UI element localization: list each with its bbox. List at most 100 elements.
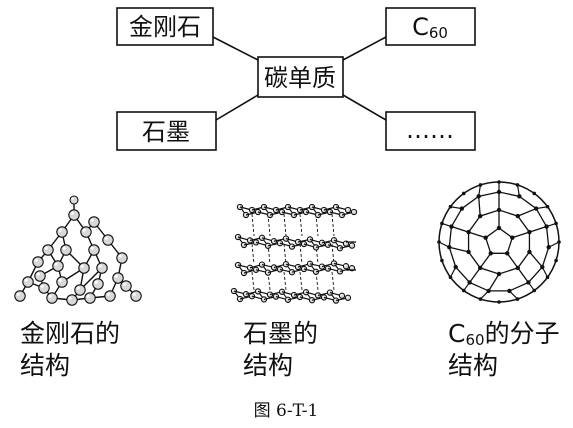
- atom-highlight: [292, 213, 294, 215]
- diamond-carbon-atom: [116, 252, 128, 264]
- atom-highlight: [114, 274, 118, 278]
- c60-carbon-atom: [477, 213, 483, 219]
- atom-highlight: [80, 264, 84, 268]
- c60-carbon-atom: [526, 280, 531, 285]
- caption-c60-line2: 结构: [448, 351, 498, 380]
- atom-highlight: [316, 293, 318, 296]
- interlayer-dashed-line: [299, 243, 303, 265]
- atom-highlight: [260, 262, 262, 265]
- interlayer-dashed-line: [331, 213, 335, 237]
- atom-highlight: [16, 292, 20, 296]
- atom-highlight: [328, 290, 330, 293]
- box-graphite-label: 石墨: [142, 118, 190, 146]
- caption-c60-line1: C60的分子: [448, 319, 560, 349]
- atom-highlight: [104, 236, 108, 240]
- bond: [529, 225, 547, 233]
- c60-carbon-atom: [496, 189, 502, 195]
- graphite-carbon-atom: [350, 208, 358, 216]
- c60-carbon-atom: [505, 251, 510, 256]
- connector-diamond: [212, 36, 259, 61]
- diamond-carbon-atom: [60, 244, 72, 256]
- atom-highlight: [346, 208, 348, 210]
- atom-highlight: [90, 218, 94, 222]
- atom-highlight: [34, 258, 38, 262]
- c60-carbon-atom: [461, 191, 466, 196]
- c60-carbon-atom: [533, 206, 539, 211]
- c60-carbon-atom: [453, 264, 458, 270]
- c60-carbon-atom: [466, 229, 471, 235]
- atom-highlight: [290, 244, 292, 247]
- atom-highlight: [272, 239, 274, 242]
- diamond-structure-illustration: [14, 195, 142, 306]
- c60-structure-illustration: [437, 180, 561, 304]
- box-graphite: 石墨: [116, 111, 217, 151]
- box-c60: C60: [385, 7, 476, 46]
- atom-highlight: [90, 246, 94, 250]
- interlayer-dashed-line: [251, 213, 255, 237]
- diamond-carbon-atom: [42, 244, 54, 256]
- atom-highlight: [292, 293, 294, 295]
- atom-highlight: [242, 271, 244, 273]
- connector-lines: [212, 36, 387, 121]
- graphite-carbon-atom: [344, 206, 352, 214]
- interlayer-dashed-line: [315, 213, 319, 237]
- atom-highlight: [272, 265, 274, 268]
- figure-caption: 图 6-T-1: [254, 401, 319, 421]
- graphite-structure-illustration: [230, 203, 358, 304]
- c60-carbon-atom: [477, 265, 483, 271]
- box-more-label: ……: [406, 116, 454, 144]
- atom-highlight: [256, 210, 258, 212]
- c60-carbon-atom: [532, 288, 537, 293]
- diamond-carbon-atom: [120, 280, 132, 292]
- atom-highlight: [296, 265, 298, 267]
- atom-highlight: [314, 245, 316, 248]
- c60-carbon-atom: [486, 288, 491, 294]
- atom-highlight: [48, 294, 52, 298]
- diamond-carbon-atom: [34, 270, 46, 282]
- c60-carbon-atom: [532, 191, 537, 196]
- box-c60-label: C60: [412, 13, 448, 42]
- atom-highlight: [82, 228, 86, 232]
- interlayer-dashed-line: [267, 271, 271, 291]
- atom-highlight: [316, 213, 318, 215]
- connector-more: [342, 94, 387, 121]
- diamond-carbon-atom: [46, 292, 58, 304]
- atom-highlight: [310, 205, 312, 207]
- atom-highlight: [36, 272, 40, 276]
- atom-highlight: [24, 278, 28, 282]
- connector-graphite: [215, 94, 259, 121]
- atom-highlight: [286, 205, 288, 207]
- atom-highlight: [322, 295, 324, 298]
- interlayer-dashed-line: [299, 271, 303, 291]
- atom-highlight: [71, 197, 74, 200]
- diamond-carbon-atom: [56, 226, 68, 238]
- atom-highlight: [308, 262, 310, 264]
- caption-diamond-line2: 结构: [20, 351, 70, 380]
- atom-highlight: [320, 241, 322, 243]
- atom-highlight: [58, 228, 62, 232]
- c60-carbon-atom: [554, 221, 558, 226]
- diamond-carbon-atom: [38, 282, 50, 294]
- c60-carbon-atom: [546, 245, 551, 250]
- diamond-carbon-atom: [112, 272, 124, 284]
- atom-highlight: [322, 208, 324, 210]
- atom-highlight: [280, 290, 282, 292]
- c60-carbon-atom: [461, 288, 466, 293]
- c60-carbon-atom: [448, 275, 453, 280]
- diamond-carbon-atom: [52, 260, 64, 272]
- bond: [449, 246, 469, 253]
- atom-highlight: [328, 210, 330, 212]
- box-diamond: 金刚石: [116, 7, 214, 46]
- c60-carbon-atom: [466, 249, 471, 255]
- box-diamond-label: 金刚石: [129, 13, 201, 41]
- atom-highlight: [274, 208, 276, 210]
- interlayer-dashed-line: [283, 243, 287, 265]
- atom-highlight: [54, 262, 58, 266]
- atom-highlight: [302, 267, 304, 269]
- c60-carbon-atom: [545, 204, 550, 209]
- atom-highlight: [260, 236, 262, 238]
- bond: [469, 267, 481, 283]
- atom-highlight: [350, 243, 352, 246]
- atom-highlight: [68, 296, 72, 300]
- atom-highlight: [286, 298, 288, 300]
